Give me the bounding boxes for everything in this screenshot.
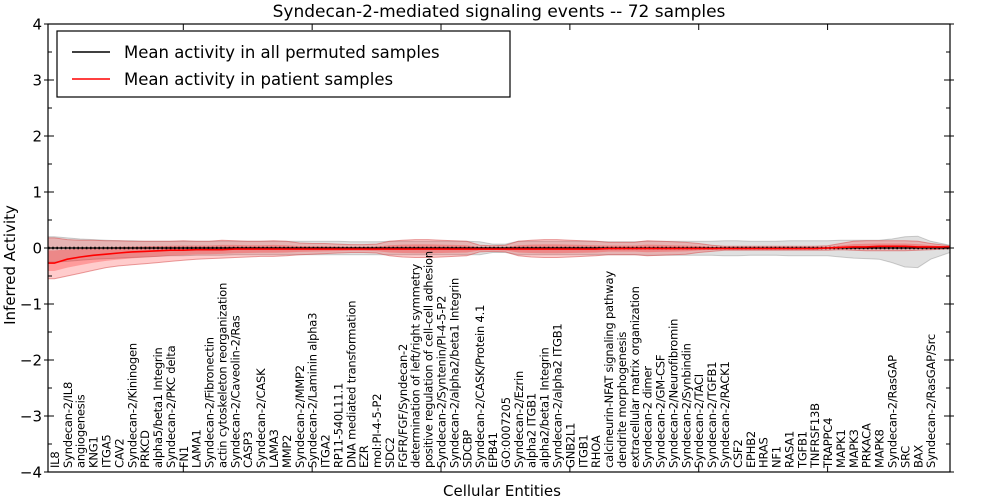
x-tick-label: Syndecan-2/Synbindin [679,343,693,468]
confidence-bands [47,235,951,280]
x-tick-label: MAPK3 [847,429,861,468]
x-tick-label: calcineurin-NFAT signaling pathway [602,271,616,468]
x-tick-label: alpha2/beta1 Integrin [538,347,552,468]
x-tick-label: Syndecan-2/GM-CSF [654,355,668,468]
x-tick-label: Syndecan-2/alpha2 ITGB1 [550,323,564,468]
x-tick-label: CSF2 [731,440,745,468]
x-tick-label: TNFRSF13B [808,403,822,469]
y-tick-label: 2 [32,128,42,146]
x-tick-label: SDC2 [383,437,397,468]
x-tick-label: Syndecan-2/TGFB1 [705,362,719,468]
x-tick-label: ITGA5 [99,434,113,468]
y-tick-label: 1 [32,184,42,202]
x-tick-label: LAMA3 [267,429,281,468]
x-tick-label: EPHB2 [744,431,758,468]
patient-std-band-inner [48,243,950,271]
y-tick-label: −4 [20,464,42,482]
x-tick-label: Syndecan-2/RasGAP/Src [924,334,938,468]
x-tick-label: Syndecan-2/Caveolin-2/Ras [228,315,242,468]
patient-mean-line [48,245,950,264]
y-tick-label: −1 [20,296,42,314]
x-tick-label: MAPK8 [873,429,887,468]
x-tick-label: Syndecan-2/Syntenin/PI-4-5-P2 [435,296,449,468]
x-tick-label: TRAPPC4 [821,418,835,469]
legend-label-permuted: Mean activity in all permuted samples [124,43,440,62]
y-tick-label: 0 [32,240,42,258]
x-tick-label: Syndecan-2/MMP2 [293,365,307,468]
x-tick-label: alpha5/beta1 Integrin [151,347,165,468]
y-tick-labels: 4 3 2 1 0 −1 −2 −3 −4 [20,16,42,482]
legend-box [56,30,511,98]
x-tick-label: GNB2L1 [563,423,577,468]
x-tick-label: NF1 [770,446,784,468]
x-tick-label: CASP3 [241,432,255,468]
x-tick-label: Syndecan-2/Fibronectin [203,337,217,468]
x-tick-label: Syndecan-2/alpha2/beta1 Integrin [447,278,461,468]
x-tick-label: Syndecan-2/Ezrin [512,371,526,468]
x-tick-label: MAPK1 [834,429,848,468]
y-tick-label: −3 [20,408,42,426]
x-tick-label: angiogenesis [74,394,88,468]
x-tick-label: PRKACA [860,423,874,468]
x-tick-label: ITGA2 [319,434,333,468]
x-tick-label: ITGB1 [576,434,590,468]
x-tick-label: TGFB1 [795,431,809,469]
x-tick-label: dendrite morphogenesis [615,332,629,468]
x-tick-label: BAX [911,445,925,468]
x-tick-label: CAV2 [112,438,126,468]
legend-label-patient: Mean activity in patient samples [124,70,393,89]
x-tick-label: RHOA [589,435,603,468]
plot-frame [47,23,951,473]
x-tick-label: HRAS [757,437,771,468]
plot-title: Syndecan-2-mediated signaling events -- … [273,2,726,22]
x-tick-label: EZR [357,445,371,468]
x-tick-label: Syndecan-2/Kininogen [125,343,139,468]
x-tick-label: positive regulation of cell-cell adhesio… [422,251,436,468]
x-tick-label: KNG1 [87,436,101,468]
x-tick-label: FGFR/FGF/Syndecan-2 [396,344,410,468]
x-tick-label: RASA1 [782,431,796,468]
x-tick-label: GO:0007205 [499,397,513,468]
x-tick-label: Syndecan-2/CASK/Protein 4.1 [473,305,487,468]
x-tick-label: actin cytoskeleton reorganization [215,283,229,468]
y-tick-label: 4 [32,16,42,34]
x-tick-label: Syndecan-2/RACK1 [718,361,732,468]
x-tick-label: PRKCD [138,430,152,468]
x-tick-label: Syndecan-2 dimer [641,366,655,468]
x-tick-label: LAMA1 [190,429,204,468]
x-tick-label: Syndecan-2/RasGAP [886,355,900,468]
x-tick-label: SDCBP [460,430,474,468]
x-tick-label: Syndecan-2/CASK [254,368,268,468]
x-tick-label: Syndecan-2/Laminin alpha3 [306,313,320,468]
x-tick-label: IL8 [48,451,62,468]
x-tick-label: Syndecan-2/IL8 [61,382,75,468]
legend: Mean activity in all permuted samples Me… [56,30,511,98]
x-tick-label: Syndecan-2/PKC delta [164,346,178,468]
x-tick-label: alpha2 ITGB1 [525,393,539,468]
x-tick-label: FN1 [177,446,191,468]
y-tick-label: 3 [32,72,42,90]
y-tick-label: −2 [20,352,42,370]
x-tick-label: SRC [898,446,912,468]
x-tick-label: DNA mediated transformation [344,301,358,468]
x-tick-label: EPB41 [486,432,500,468]
x-tick-label: Syndecan-2/Neurofibromin [666,319,680,468]
x-axis-label: Cellular Entities [443,482,561,500]
x-tick-label: MMP2 [280,435,294,468]
x-tick-label: RP11-540L11.1 [331,383,345,468]
x-tick-label: Syndecan-2/TACI [692,374,706,468]
x-tick-label: determination of left/right symmetry [409,264,423,468]
x-tick-labels: IL8Syndecan-2/IL8angiogenesisKNG1ITGA5CA… [48,251,938,469]
x-tick-label: mol:PI-4-5-P2 [370,394,384,468]
y-axis-label: Inferred Activity [1,205,19,325]
x-tick-label: extracellular matrix organization [628,286,642,468]
